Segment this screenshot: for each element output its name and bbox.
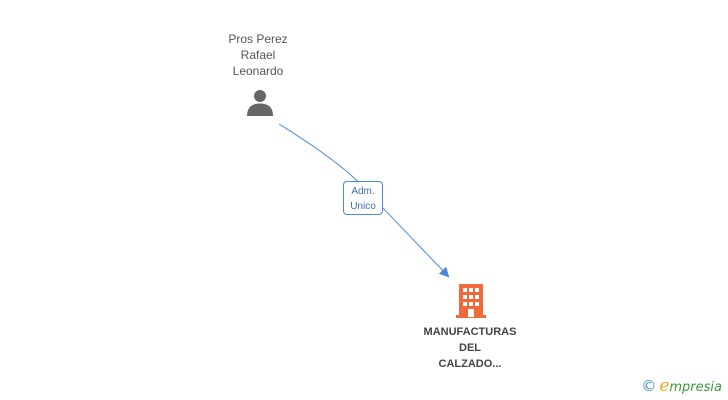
role-line-2: Unico: [350, 201, 376, 212]
company-name-line-3: CALZADO...: [438, 358, 502, 370]
person-icon[interactable]: [246, 88, 274, 121]
empresia-logo: empresia: [659, 376, 722, 396]
person-name-line-1: Pros Perez: [228, 32, 288, 46]
building-icon[interactable]: [456, 284, 486, 323]
logo-letter-e: e: [659, 376, 670, 396]
person-name-line-3: Leonardo: [232, 64, 284, 78]
company-name-line-1: MANUFACTURAS: [423, 326, 517, 338]
company-name-line-2: DEL: [459, 342, 481, 354]
copyright-icon: ©: [641, 377, 657, 395]
role-line-1: Adm.: [351, 186, 375, 197]
company-name[interactable]: MANUFACTURAS DEL CALZADO...: [400, 324, 540, 372]
person-name[interactable]: Pros Perez Rafael Leonardo: [198, 31, 318, 79]
person-name-line-2: Rafael: [240, 48, 276, 62]
empresia-watermark: © empresia: [641, 376, 722, 396]
logo-text: mpresia: [669, 380, 722, 395]
role-label[interactable]: Adm. Unico: [343, 181, 383, 215]
